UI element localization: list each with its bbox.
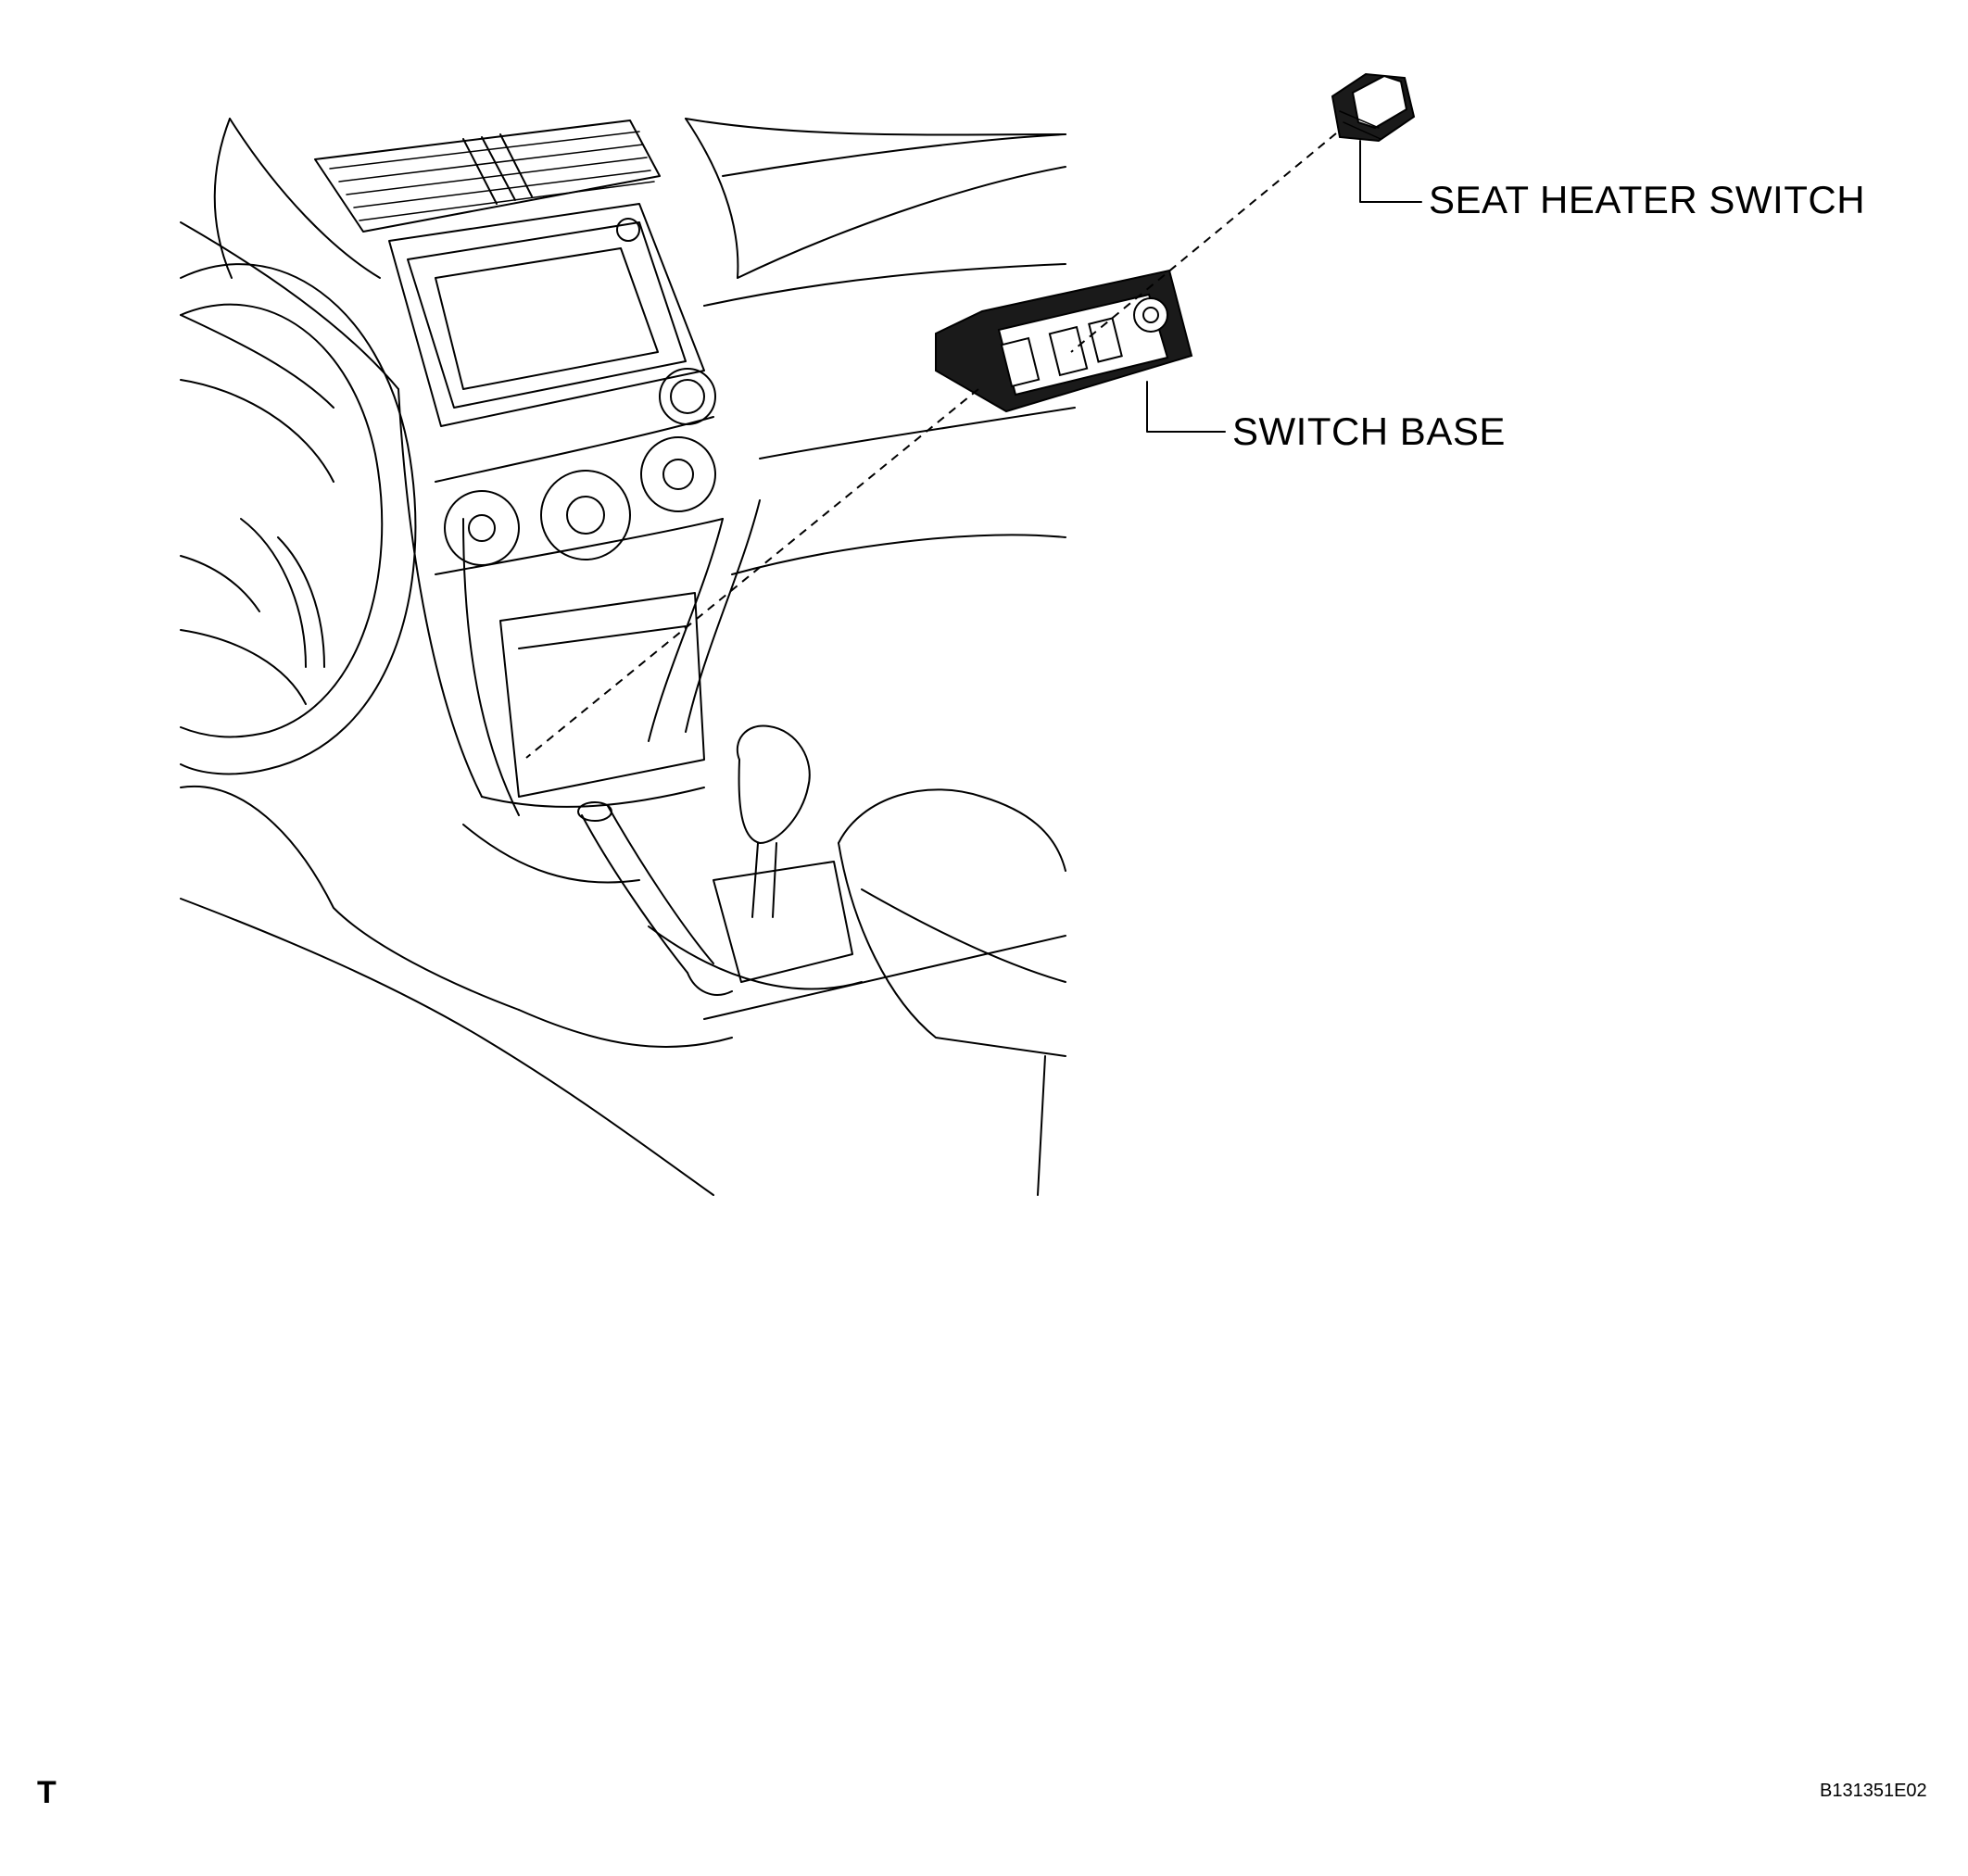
climate-knobs [435, 368, 724, 575]
corner-mark: T [37, 1775, 57, 1810]
seat-heater-switch [1331, 72, 1416, 143]
audio-display-unit [388, 203, 705, 427]
a-pillar [213, 118, 381, 279]
switch-base-label: SWITCH BASE [1232, 409, 1506, 453]
parking-brake-lever [577, 801, 733, 996]
front-seat [838, 788, 1066, 1196]
steering-wheel [180, 263, 417, 775]
callout-leaders [1146, 140, 1422, 433]
center-console [397, 388, 761, 884]
switch-base [935, 269, 1193, 413]
figure-code: B131351E02 [1820, 1781, 1927, 1801]
center-air-vents [314, 120, 661, 233]
seat-heater-switch-label: SEAT HEATER SWITCH [1429, 178, 1866, 221]
upper-dashboard [180, 118, 1076, 575]
shift-lever [648, 724, 863, 990]
lower-dashboard [180, 785, 1066, 1196]
assembly-guide-lines [525, 132, 1337, 759]
